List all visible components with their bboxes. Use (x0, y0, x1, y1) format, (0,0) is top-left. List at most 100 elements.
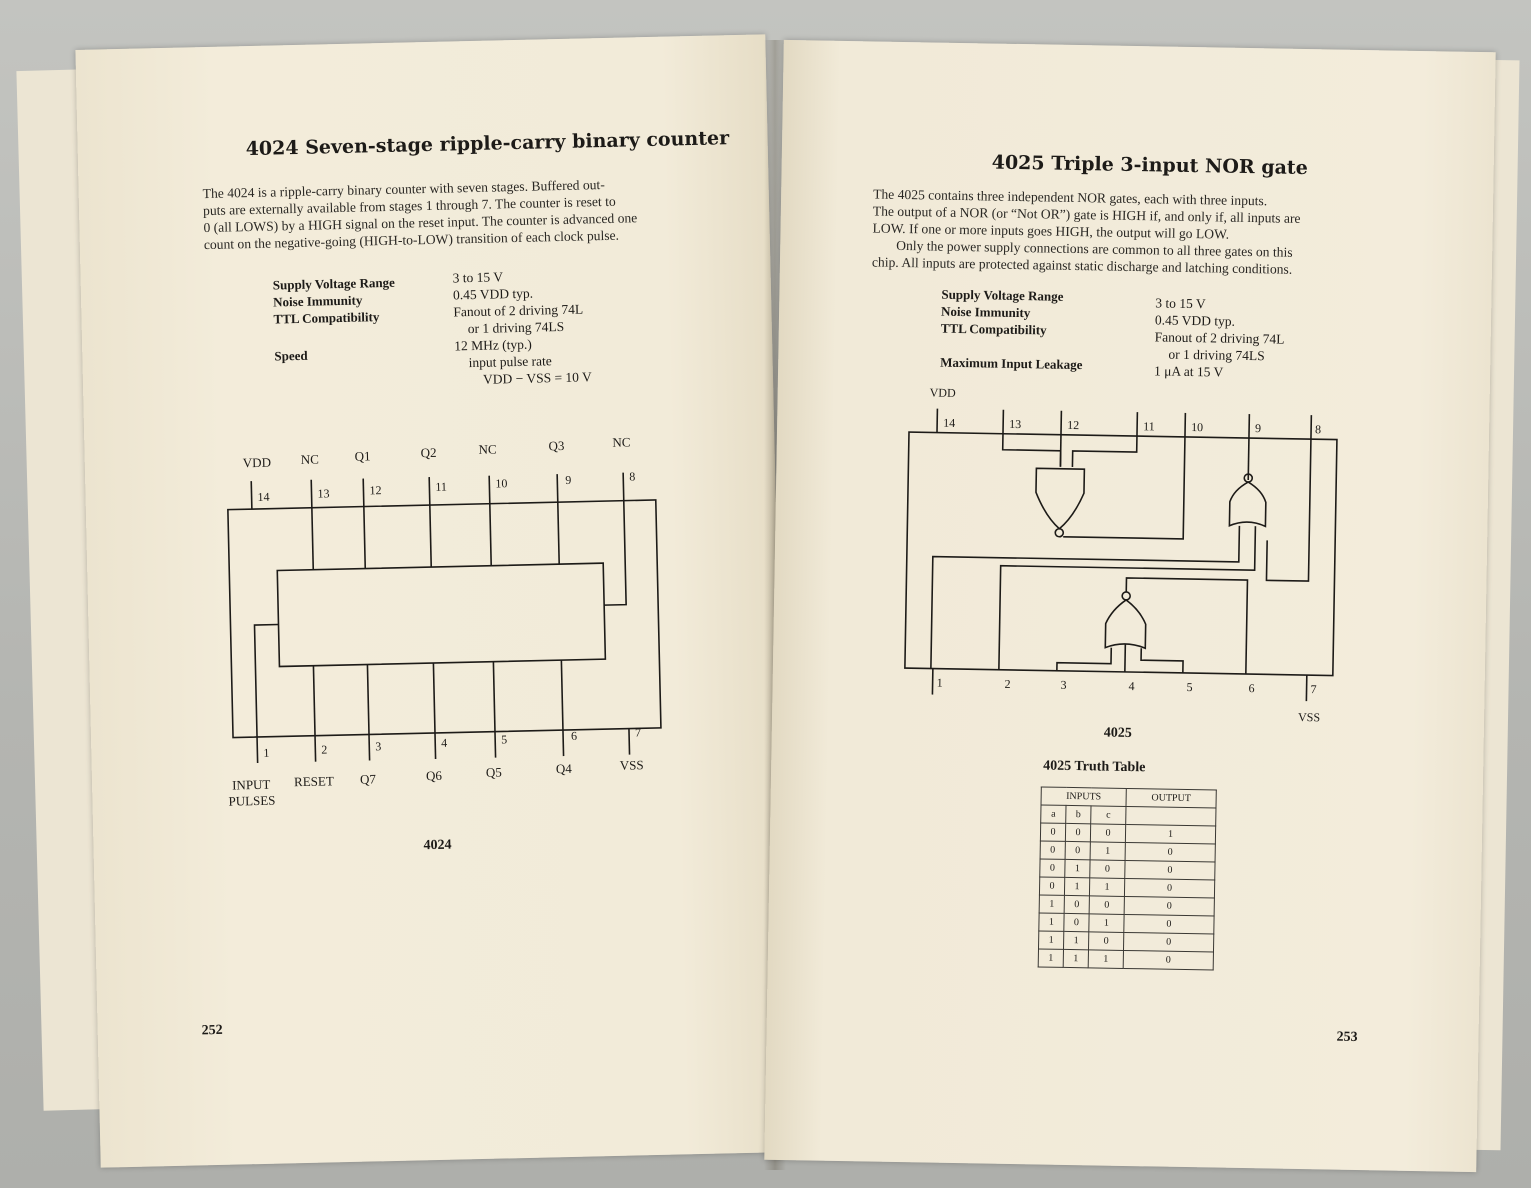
pin-label-vdd: VDD (930, 385, 957, 399)
table-cell: 1 (1088, 913, 1125, 933)
spec-value: Fanout of 2 driving 74L (453, 301, 584, 320)
pin-number: 8 (1315, 422, 1321, 436)
pin-number: 13 (1009, 417, 1021, 431)
table-cell: 0 (1124, 860, 1216, 881)
table-cell: 1 (1038, 930, 1064, 950)
truth-table-title: 4025 Truth Table (1043, 758, 1146, 776)
pin-number: 5 (501, 732, 507, 746)
table-header-b: b (1065, 805, 1092, 824)
table-cell: 1 (1038, 912, 1065, 932)
left-page: 4024 Seven-stage ripple-carry binary cou… (75, 34, 791, 1168)
table-cell: 1 (1125, 824, 1216, 845)
pin-label-vdd: VDD (243, 455, 272, 471)
page-number: 252 (201, 1022, 223, 1039)
table-cell: 0 (1089, 859, 1126, 879)
table-cell: 0 (1065, 841, 1091, 860)
pin-number: 2 (1005, 677, 1011, 691)
table-cell: 0 (1123, 932, 1214, 953)
spec-label-ttl: TTL Compatibility (273, 309, 380, 327)
spec-label-speed: Speed (274, 347, 308, 364)
left-page-title: 4024 Seven-stage ripple-carry binary cou… (245, 127, 730, 161)
pin-number: 12 (369, 483, 381, 497)
table-cell: 1 (1038, 948, 1064, 968)
pin-label-nc: NC (612, 434, 630, 449)
pin-label-reset: RESET (294, 773, 334, 789)
pin-label-vss: VSS (1298, 710, 1320, 724)
table-cell: 0 (1039, 858, 1066, 878)
diagram-caption: 4024 (423, 837, 452, 854)
nor-gate-3 (1104, 598, 1147, 650)
spec-label-supply: Supply Voltage Range (941, 286, 1064, 304)
pin-label-q3: Q3 (548, 438, 564, 453)
table-cell: 1 (1064, 859, 1091, 878)
pin-label-q1: Q1 (355, 448, 371, 463)
pin-label-nc: NC (301, 452, 319, 467)
counter-block (276, 562, 607, 668)
pin-label-q5: Q5 (486, 764, 502, 779)
pin-number: 14 (943, 416, 955, 430)
table-cell: 1 (1089, 877, 1125, 897)
table-cell: 1 (1063, 949, 1089, 968)
table-header-output: OUTPUT (1126, 788, 1217, 809)
pin-label-q7: Q7 (360, 771, 377, 786)
pin-number: 13 (317, 486, 329, 500)
table-row: 1 1 1 0 (1038, 948, 1214, 971)
table-header-inputs: INPUTS (1041, 786, 1127, 807)
table-cell: 1 (1063, 931, 1089, 950)
ic-4025-pinout-diagram: VDD 14 13 12 11 10 9 8 1 2 3 4 5 6 7 VSS (904, 385, 1338, 724)
pin-number: 11 (1143, 419, 1155, 433)
inversion-bubble (1243, 473, 1254, 483)
table-cell: 0 (1065, 823, 1091, 842)
pin-number: 1 (263, 746, 269, 760)
spec-label-noise: Noise Immunity (940, 303, 1031, 321)
left-page-paragraph: The 4024 is a ripple-carry binary counte… (203, 175, 638, 253)
page-number: 253 (1336, 1029, 1358, 1046)
pin-label-q4: Q4 (556, 761, 573, 776)
pin-number: 10 (1191, 420, 1203, 434)
table-header-blank (1125, 806, 1216, 827)
pin-number: 14 (257, 490, 269, 504)
right-page: 4025 Triple 3-input NOR gate The 4025 co… (764, 39, 1496, 1173)
nor-gate-1 (1035, 467, 1086, 530)
table-cell: 1 (1090, 841, 1126, 861)
table-cell: 0 (1125, 842, 1216, 863)
pin-number: 2 (321, 742, 327, 756)
spec-label-noise: Noise Immunity (273, 292, 363, 310)
table-cell: 0 (1088, 931, 1124, 951)
diagram-caption: 4025 (1103, 725, 1132, 742)
pin-label-input: INPUT (232, 777, 271, 793)
pin-number: 4 (441, 736, 447, 750)
pin-number: 8 (629, 469, 635, 483)
pin-number: 11 (435, 480, 447, 494)
spec-value: VDD − VSS = 10 V (482, 369, 593, 387)
pin-number: 4 (1128, 679, 1134, 693)
pin-number: 3 (375, 739, 381, 753)
table-cell: 0 (1090, 823, 1126, 843)
pin-number: 3 (1060, 678, 1066, 692)
truth-table: INPUTS OUTPUT a b c 0 0 0 1 0 0 1 0 0 1 … (1037, 786, 1217, 971)
right-page-paragraph: The 4025 contains three independent NOR … (872, 185, 1301, 277)
table-cell: 0 (1124, 878, 1215, 899)
pin-label-nc: NC (478, 442, 496, 457)
table-cell: 1 (1064, 877, 1090, 896)
table-cell: 0 (1123, 914, 1215, 935)
pin-number: 9 (565, 473, 571, 487)
table-header-a: a (1040, 804, 1067, 824)
spec-label-ttl: TTL Compatibility (940, 320, 1047, 338)
table-cell: 0 (1064, 895, 1090, 914)
ic-4024-pinout-diagram: VDD NC Q1 Q2 NC Q3 NC 14 13 12 11 10 9 8… (227, 434, 662, 809)
table-cell: 1 (1088, 949, 1124, 969)
table-cell: 0 (1089, 895, 1125, 915)
pin-label-q2: Q2 (420, 445, 436, 460)
pin-label-vss: VSS (620, 757, 644, 773)
pin-number: 7 (635, 725, 641, 739)
table-cell: 0 (1123, 950, 1214, 971)
pin-number: 5 (1186, 680, 1192, 694)
pin-label-q6: Q6 (426, 768, 443, 783)
right-page-title: 4025 Triple 3-input NOR gate (991, 151, 1308, 180)
pin-number: 6 (1248, 681, 1254, 695)
spec-values: 3 to 15 V 0.45 VDD typ. Fanout of 2 driv… (1154, 294, 1285, 381)
table-header-c: c (1090, 805, 1127, 825)
pin-label-pulses: PULSES (228, 793, 275, 809)
table-cell: 0 (1040, 822, 1066, 842)
